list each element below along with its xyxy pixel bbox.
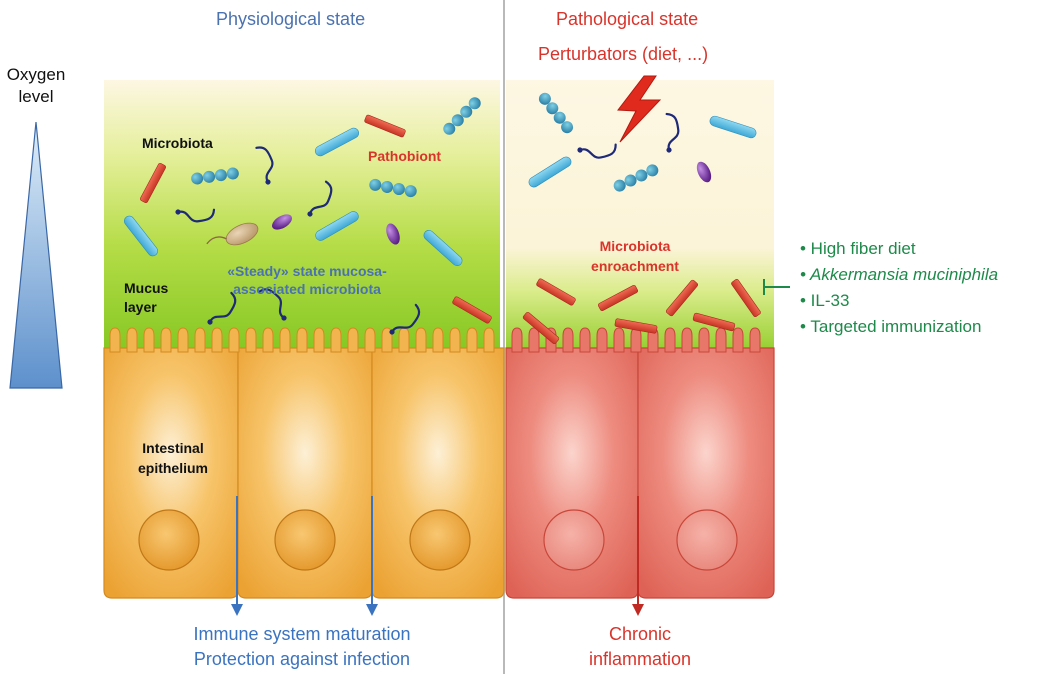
microvillus — [449, 327, 461, 353]
pathobiont-label: Pathobiont — [368, 148, 442, 164]
inhibition-marker — [763, 279, 790, 295]
microvillus — [483, 327, 495, 353]
intervention-item: • IL-33 — [800, 291, 850, 310]
microvillus — [664, 327, 676, 353]
cell-nucleus — [138, 509, 200, 571]
arrow-head — [632, 604, 644, 616]
left-microbiota — [121, 94, 493, 337]
microvillus — [749, 327, 761, 353]
microvillus — [715, 327, 727, 353]
microvillus — [245, 327, 257, 353]
microvillus — [432, 327, 444, 353]
microvillus — [109, 327, 121, 353]
arrow-head — [366, 604, 378, 616]
microvillus — [143, 327, 155, 353]
intervention-item: • Akkermansia muciniphila — [800, 265, 999, 284]
lightning-bolt-icon — [617, 75, 662, 143]
left-epithelium — [103, 327, 505, 599]
cell-nucleus — [409, 509, 471, 571]
right-microbiota — [522, 75, 762, 345]
microvillus — [228, 327, 240, 353]
steady-state-label: «Steady» state mucosa- associated microb… — [196, 262, 418, 298]
microvillus — [596, 327, 608, 353]
left-lumen-background — [104, 80, 500, 350]
intervention-item: • High fiber diet — [800, 239, 916, 258]
cell-nucleus — [676, 509, 738, 571]
chronic-text: Chronic — [608, 624, 672, 644]
physiological-outcome: Immune system maturation Protection agai… — [152, 622, 452, 672]
microvillus — [732, 327, 744, 353]
mucus-layer-label: Mucus layer — [124, 279, 168, 317]
microvillus — [528, 327, 540, 353]
microvillus — [347, 327, 359, 353]
immune-maturation-text: Immune system maturation — [193, 624, 411, 644]
interventions-list: • High fiber diet • Akkermansia muciniph… — [800, 236, 998, 340]
microvillus — [511, 327, 523, 353]
inflammation-text: inflammation — [588, 649, 692, 669]
microvillus — [160, 327, 172, 353]
microvillus — [562, 327, 574, 353]
microvillus — [296, 327, 308, 353]
mucus-line2: layer — [124, 299, 157, 315]
microvillus — [398, 327, 410, 353]
microvillus — [698, 327, 710, 353]
oxygen-gradient-triangle — [9, 121, 63, 389]
microvillus — [126, 327, 138, 353]
microvillus — [313, 327, 325, 353]
microvillus — [262, 327, 274, 353]
physiological-state-title: Physiological state — [216, 9, 366, 29]
intervention-item: • Targeted immunization — [800, 317, 982, 336]
downward-arrows — [231, 496, 644, 616]
microvillus — [579, 327, 591, 353]
microvillus — [466, 327, 478, 353]
arrow-head — [231, 604, 243, 616]
microvillus — [415, 327, 427, 353]
oxygen-label-line2: level — [18, 87, 54, 106]
encroachment-line2: enroachment — [591, 258, 679, 274]
infection-protection-text: Protection against infection — [193, 649, 411, 669]
microvillus — [177, 327, 189, 353]
intestinal-epithelium-label: Intestinal epithelium — [118, 438, 228, 478]
pathological-outcome: Chronic inflammation — [570, 622, 710, 672]
microvillus — [630, 327, 642, 353]
oxygen-label-line1: Oxygen — [6, 65, 66, 84]
cell-nucleus — [543, 509, 605, 571]
microbiota-label: Microbiota — [142, 135, 213, 151]
encroachment-line1: Microbiota — [599, 238, 671, 254]
microvillus — [330, 327, 342, 353]
microvillus — [211, 327, 223, 353]
microvillus — [194, 327, 206, 353]
epithelium-line2: epithelium — [137, 460, 208, 476]
perturbators-label: Perturbators (diet, ...) — [538, 44, 709, 64]
oxygen-level-label: Oxygen level — [0, 64, 72, 108]
epithelium-line1: Intestinal — [142, 440, 204, 456]
steady-state-line1: «Steady» state mucosa- — [227, 263, 387, 279]
microvillus — [681, 327, 693, 353]
mucus-line1: Mucus — [124, 280, 169, 296]
pathological-state-title: Pathological state — [556, 9, 699, 29]
microvillus — [364, 327, 376, 353]
steady-state-line2: associated microbiota — [233, 281, 381, 297]
microvillus — [279, 327, 291, 353]
microvillus — [613, 327, 625, 353]
microbiota-encroachment-label: Microbiota enroachment — [560, 236, 710, 276]
cell-nucleus — [274, 509, 336, 571]
flagellated-bacterium — [206, 222, 259, 246]
right-epithelium — [505, 327, 775, 599]
